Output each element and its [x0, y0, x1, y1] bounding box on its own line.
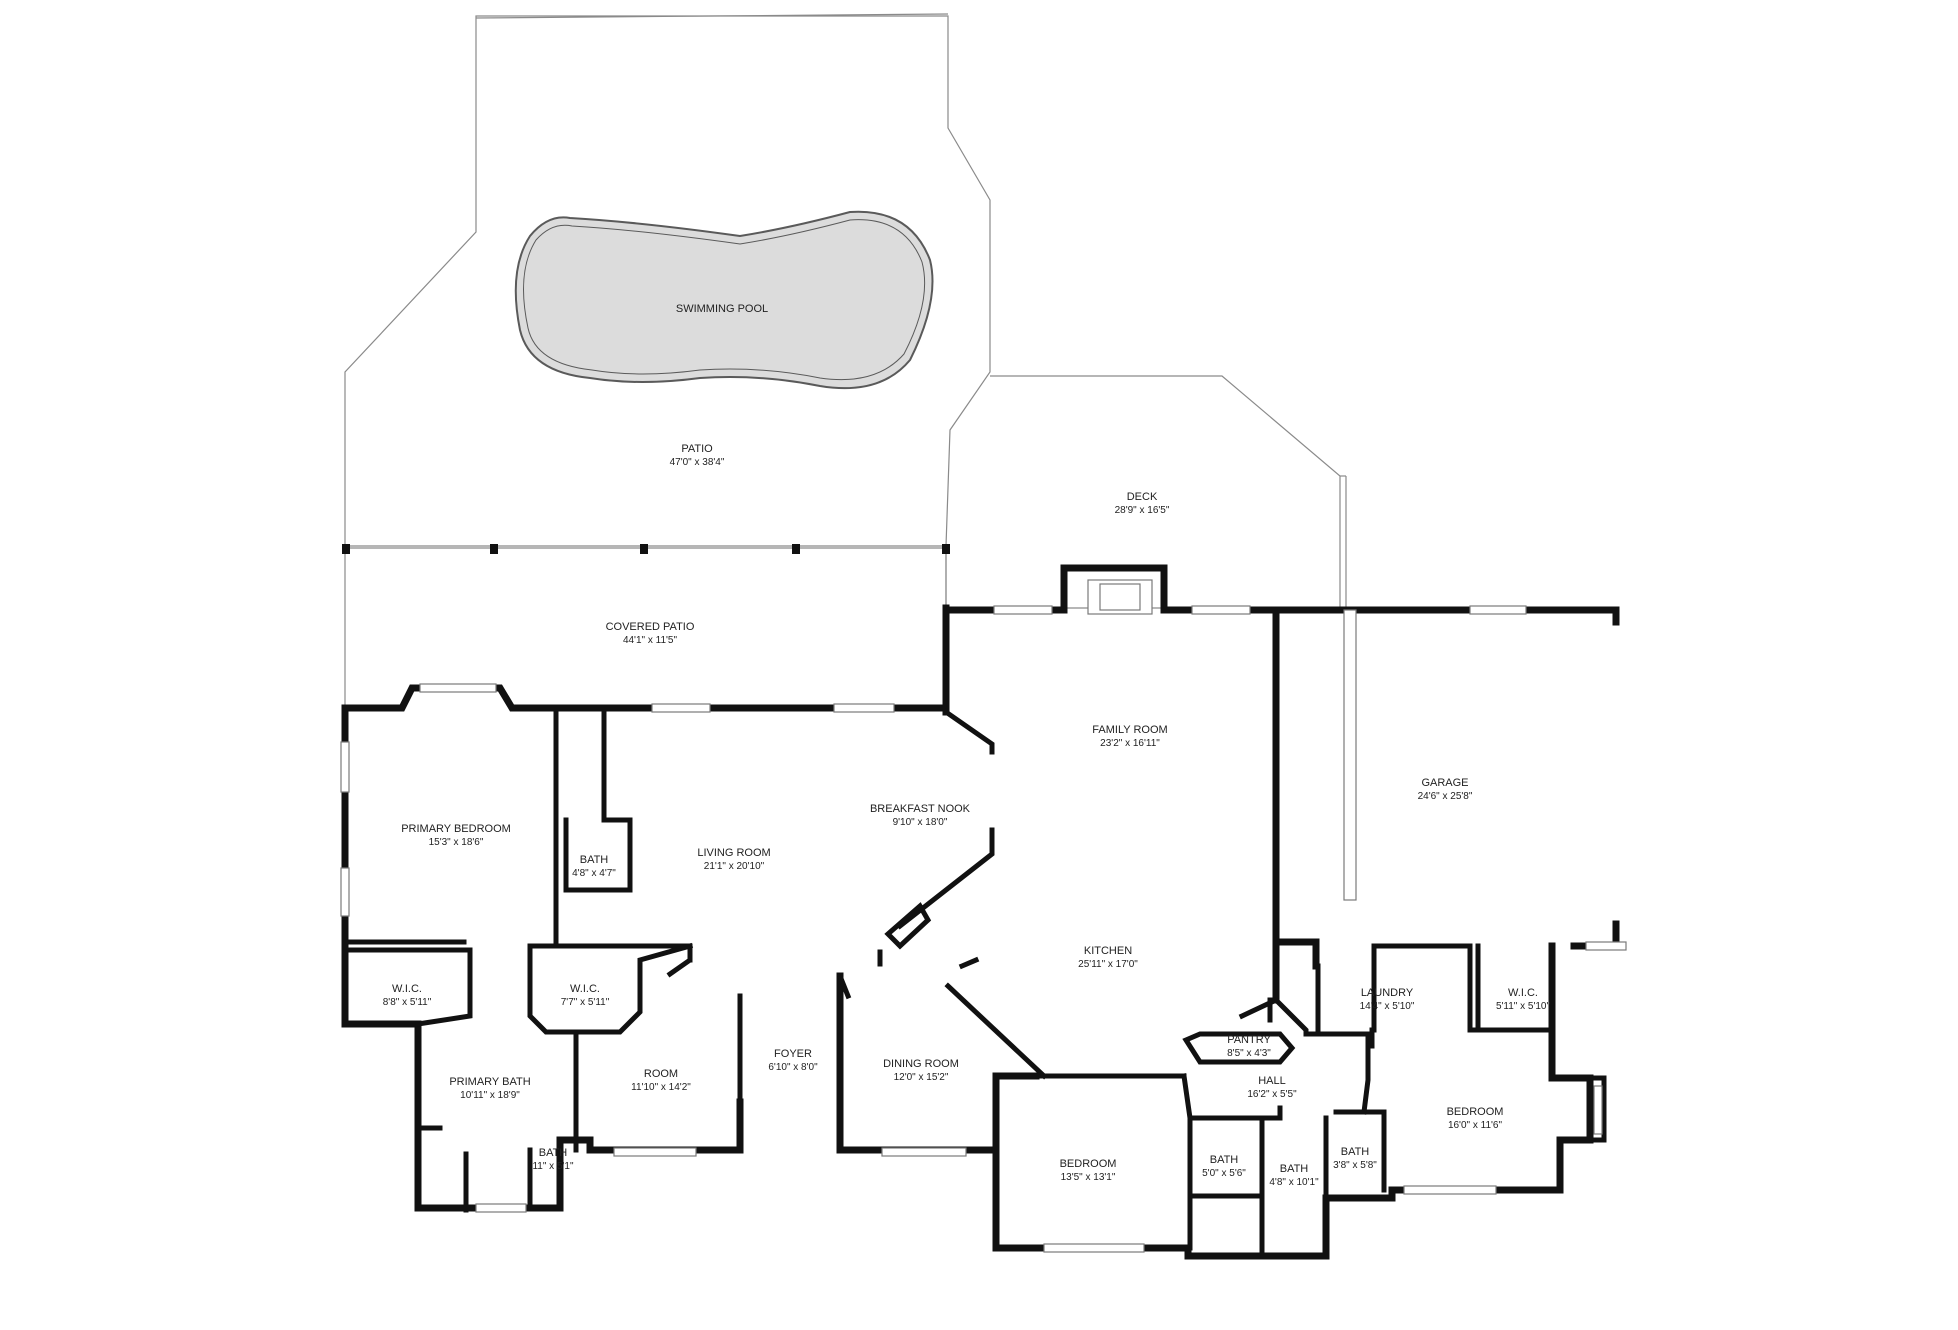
label-covered-patio: COVERED PATIO: [606, 621, 695, 633]
dim-patio: 47'0" x 38'4": [670, 457, 725, 468]
dim-kitchen: 25'11" x 17'0": [1078, 959, 1138, 970]
label-laundry: LAUNDRY: [1361, 987, 1414, 999]
dim-bath-3: 4'8" x 10'1": [1269, 1177, 1319, 1188]
label-wic-2: W.I.C.: [570, 983, 600, 995]
label-family-room: FAMILY ROOM: [1092, 724, 1167, 736]
dim-living-room: 21'1" x 20'10": [704, 861, 765, 872]
label-deck: DECK: [1127, 491, 1158, 503]
label-primary-bedroom: PRIMARY BEDROOM: [401, 823, 511, 835]
dim-primary-bath: 10'11" x 18'9": [460, 1090, 520, 1101]
dim-breakfast-nook: 9'10" x 18'0": [893, 817, 948, 828]
dim-bedroom-2: 16'0" x 11'6": [1448, 1120, 1503, 1131]
label-bath-4: BATH: [1341, 1146, 1370, 1158]
label-wic-3: W.I.C.: [1508, 987, 1538, 999]
label-pool: SWIMMING POOL: [676, 303, 768, 315]
interior-walls: [342, 705, 1607, 1259]
dim-bath-1: 4'8" x 4'7": [572, 868, 616, 879]
room-labels: SWIMMING POOL PATIO 47'0" x 38'4" DECK 2…: [383, 303, 1551, 1188]
label-hall: HALL: [1258, 1075, 1286, 1087]
dim-family-room: 23'2" x 16'11": [1100, 738, 1160, 749]
dim-deck: 28'9" x 16'5": [1115, 505, 1170, 516]
label-bath-3: BATH: [1280, 1163, 1309, 1175]
label-garage: GARAGE: [1421, 777, 1468, 789]
label-bath-5: BATH: [539, 1147, 568, 1159]
dim-hall: 16'2" x 5'5": [1247, 1089, 1297, 1100]
dim-wic-2: 7'7" x 5'11": [561, 997, 610, 1008]
label-bedroom-2: BEDROOM: [1447, 1106, 1504, 1118]
dim-bath-5: 11" x 5'1": [532, 1161, 574, 1172]
windows: [340, 605, 1627, 1253]
label-living-room: LIVING ROOM: [697, 847, 770, 859]
dim-dining-room: 12'0" x 15'2": [894, 1072, 949, 1083]
dim-room: 11'10" x 14'2": [631, 1082, 691, 1093]
label-patio: PATIO: [681, 443, 713, 455]
swimming-pool: [514, 210, 934, 390]
label-dining-room: DINING ROOM: [883, 1058, 959, 1070]
exterior-walls: [341, 564, 1620, 1260]
dim-bedroom-1: 13'5" x 13'1": [1061, 1172, 1116, 1183]
dim-covered-patio: 44'1" x 11'5": [623, 635, 678, 646]
dim-pantry: 8'5" x 4'3": [1227, 1048, 1271, 1059]
label-kitchen: KITCHEN: [1084, 945, 1132, 957]
label-pantry: PANTRY: [1227, 1034, 1271, 1046]
patio-posts: [342, 544, 950, 554]
dim-bath-4: 3'8" x 5'8": [1333, 1160, 1377, 1171]
dim-wic-1: 8'8" x 5'11": [383, 997, 432, 1008]
label-foyer: FOYER: [774, 1048, 812, 1060]
label-bath-1: BATH: [580, 854, 609, 866]
dim-primary-bedroom: 15'3" x 18'6": [429, 837, 484, 848]
garage-step: [1343, 609, 1357, 901]
dim-laundry: 14'4" x 5'10": [1360, 1001, 1415, 1012]
dim-foyer: 6'10" x 8'0": [768, 1062, 818, 1073]
label-bath-2: BATH: [1210, 1154, 1239, 1166]
label-room: ROOM: [644, 1068, 678, 1080]
dim-wic-3: 5'11" x 5'10": [1496, 1001, 1551, 1012]
dim-bath-2: 5'0" x 5'6": [1202, 1168, 1246, 1179]
label-breakfast-nook: BREAKFAST NOOK: [870, 803, 971, 815]
dim-garage: 24'6" x 25'8": [1418, 791, 1473, 802]
label-bedroom-1: BEDROOM: [1060, 1158, 1117, 1170]
label-primary-bath: PRIMARY BATH: [449, 1076, 530, 1088]
label-wic-1: W.I.C.: [392, 983, 422, 995]
